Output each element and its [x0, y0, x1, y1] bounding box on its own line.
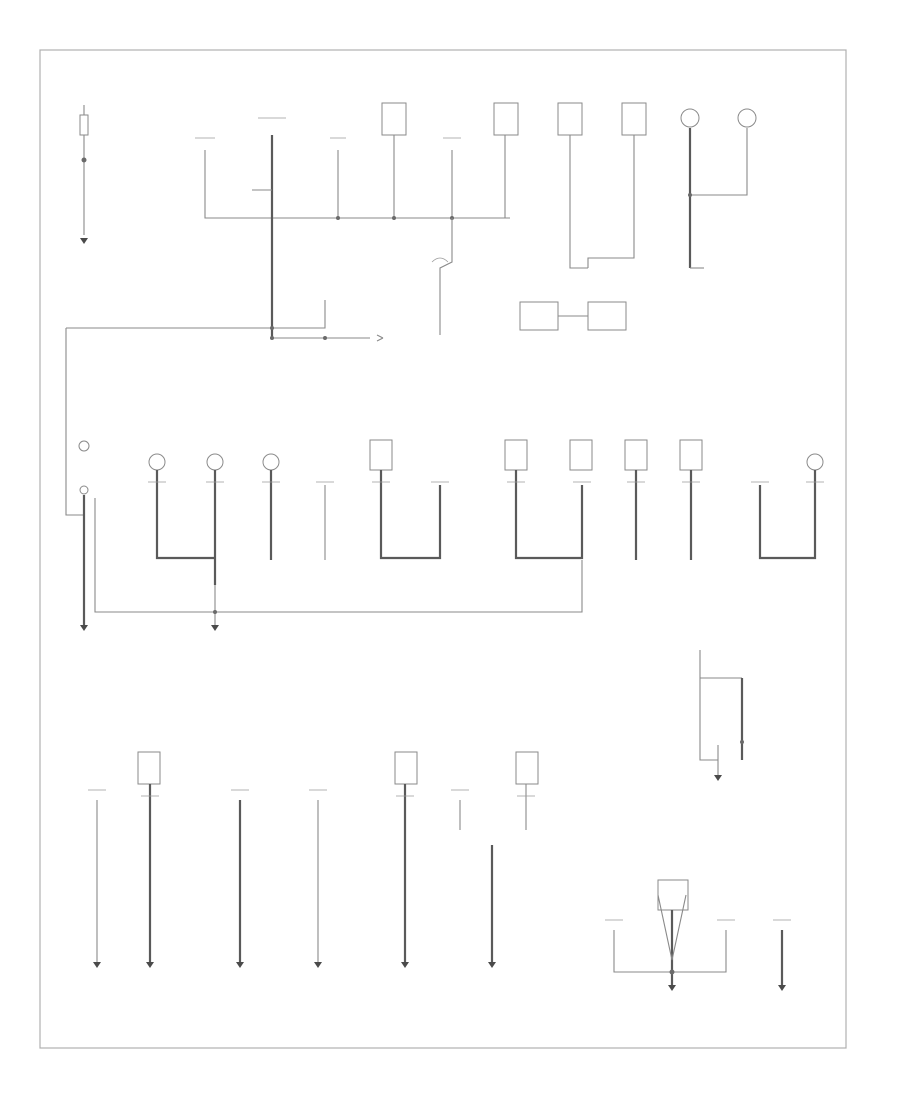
top-ground-bus [204, 135, 510, 220]
main-ground-trunk [66, 135, 384, 342]
bottom-ground-wires [93, 784, 527, 968]
battery-ground-circuit [79, 105, 89, 244]
bottom-right-ground-cluster [613, 879, 786, 991]
diagram-frame [39, 49, 847, 1049]
relay-contact-arc [431, 257, 449, 263]
connector-pin-marks [88, 117, 824, 921]
module-connector-pair [519, 301, 627, 331]
middle-component-row [148, 439, 824, 471]
middle-ground-left [65, 328, 583, 631]
module-ground-right [699, 650, 744, 781]
right-top-wiring [569, 128, 748, 269]
bottom-component-row [137, 751, 539, 785]
middle-ground-wires [155, 470, 817, 585]
relay-ground-lead [439, 218, 453, 335]
under-hood-component-boxes [381, 102, 757, 136]
